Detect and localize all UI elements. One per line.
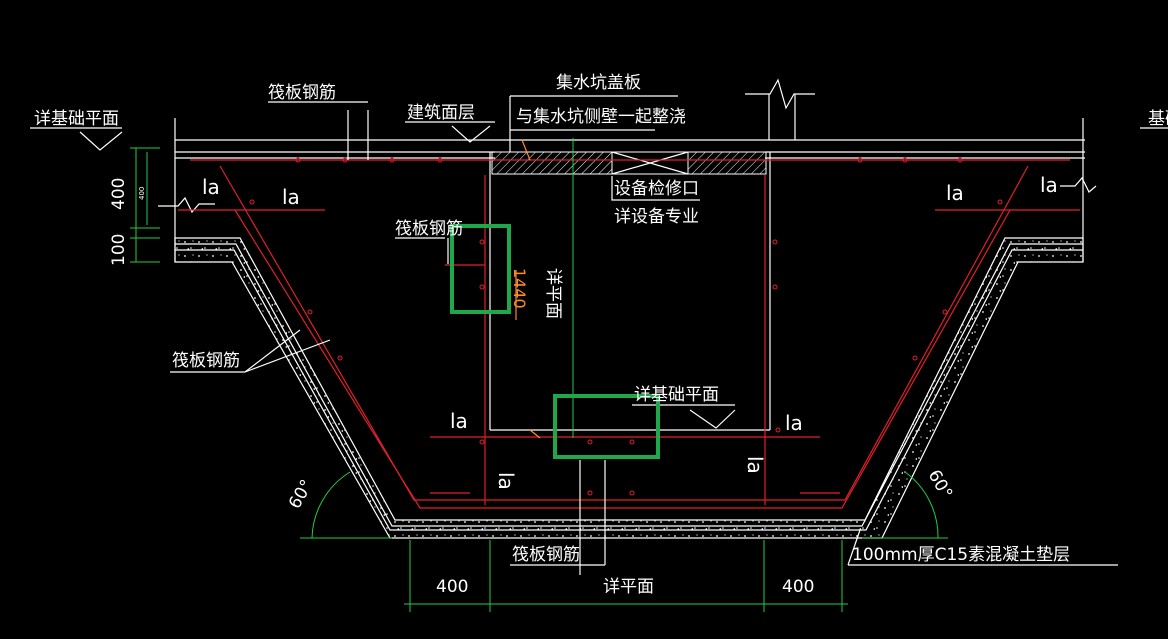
la-label-7: la [494, 472, 518, 490]
pit-walls [489, 152, 771, 431]
la-label-2: la [282, 185, 300, 209]
la-label-5: la [450, 409, 468, 433]
la-label-1: la [202, 175, 220, 199]
label-foundation-plan-left: 详基础平面 [34, 109, 119, 129]
label-cushion: 100mm厚C15素混凝土垫层 [852, 545, 1070, 565]
leader-lines [30, 95, 1168, 575]
label-raft-rebar-top: 筏板钢筋 [268, 83, 336, 103]
rebar-dots [249, 157, 1003, 496]
dim-1440: 1440 [510, 268, 529, 309]
dimension-lines [130, 138, 948, 612]
label-foundation-plan-center: 详基础平面 [634, 385, 719, 405]
dim-400-bottom-left: 400 [436, 577, 468, 597]
slab-top-lines [174, 118, 1085, 262]
la-label-4: la [1040, 173, 1058, 197]
pit-cover-slab [491, 151, 767, 175]
la-label-6: la [785, 411, 803, 435]
label-raft-rebar-bottom: 筏板钢筋 [512, 545, 580, 565]
label-foundation-plan-right: 基础 [1148, 109, 1168, 129]
angle-right: 60° [924, 467, 956, 503]
dim-400-bottom-right: 400 [782, 577, 814, 597]
angle-left: 60° [285, 476, 317, 512]
dim-100-left: 100 [109, 234, 129, 266]
excavation-profile [174, 237, 1084, 539]
dim-400-left: 400 [109, 178, 129, 210]
label-pit-cover: 集水坑盖板 [556, 73, 641, 93]
break-marks [158, 78, 1097, 214]
label-raft-rebar-slope: 筏板钢筋 [172, 351, 240, 371]
label-see-plan-vertical: 详平面 [543, 268, 563, 319]
la-label-8: la [743, 456, 767, 474]
label-see-equipment: 详设备专业 [614, 207, 699, 227]
dim-400-small: 400 [138, 187, 146, 200]
label-building-surface: 建筑面层 [407, 103, 475, 123]
highlight-box-upper[interactable] [450, 224, 511, 314]
label-cast-with-wall: 与集水坑侧壁一起整浇 [516, 107, 686, 127]
label-raft-rebar-inner: 筏板钢筋 [395, 219, 463, 239]
label-see-plan-bottom: 详平面 [603, 577, 654, 597]
rebar-lines [178, 159, 1080, 509]
la-label-3: la [946, 181, 964, 205]
highlight-box-lower[interactable] [553, 394, 660, 459]
label-access-port: 设备检修口 [614, 179, 699, 199]
